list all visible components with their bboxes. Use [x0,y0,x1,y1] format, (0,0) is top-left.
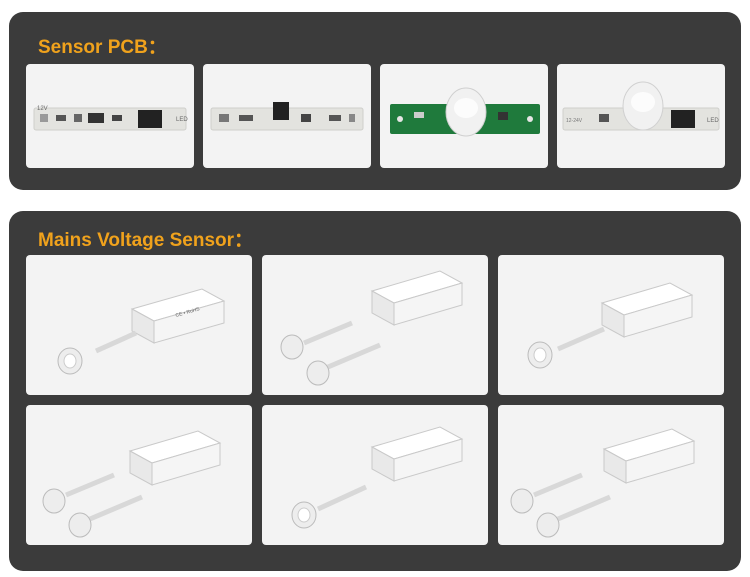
pcb-label-voltage: 12V [37,106,48,112]
mains-sensor-image [291,426,464,529]
product-card-mains-3[interactable] [498,255,724,395]
pcb-label-led: LED [176,117,188,123]
sensor-pcb-section: Sensor PCB： LED 12V [9,12,741,190]
product-card-mains-4[interactable] [26,405,252,545]
pcb-strip-image [210,102,364,131]
product-card-mains-6[interactable] [498,405,724,545]
product-card-pcb-4[interactable]: 12-24V LED [557,64,725,168]
mains-sensor-image [527,282,694,369]
pcb-strip-image: LED 12V [33,106,188,131]
mains-sensor-image [510,428,696,538]
pcb-label-voltage: 12-24V [566,118,583,124]
mains-sensor-image [280,270,464,386]
pcb-pir-white-image: 12-24V LED [562,81,720,131]
product-card-mains-2[interactable] [262,255,488,395]
mains-sensor-image [42,430,222,538]
product-card-mains-1[interactable]: CE • RoHS [26,255,252,395]
mains-voltage-sensor-section: Mains Voltage Sensor： CE • RoHS [9,211,741,571]
mains-sensor-image: CE • RoHS [57,288,226,375]
product-card-pcb-3[interactable] [380,64,548,168]
pcb-pir-green-image [390,87,540,137]
section-title-mains-voltage-sensor: Mains Voltage Sensor： [38,230,254,251]
pcb-label-led: LED [707,118,719,124]
product-card-mains-5[interactable] [262,405,488,545]
product-card-pcb-2[interactable] [203,64,371,168]
product-card-pcb-1[interactable]: LED 12V [26,64,194,168]
section-title-sensor-pcb: Sensor PCB： [38,37,167,58]
